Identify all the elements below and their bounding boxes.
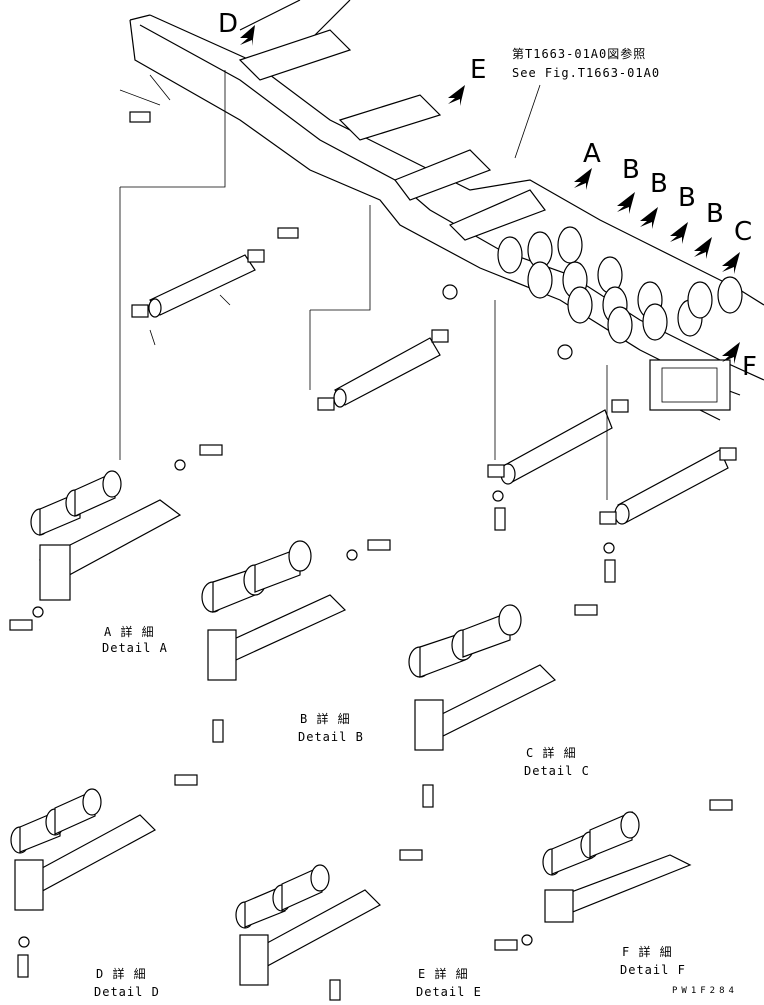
label-b2: B bbox=[650, 169, 668, 199]
arrow-e bbox=[448, 85, 465, 106]
detail-f-assembly bbox=[494, 799, 733, 951]
label-b3: B bbox=[678, 183, 696, 213]
detail-b-jp: B 詳 細 bbox=[300, 711, 351, 726]
arrow-d bbox=[240, 25, 255, 46]
label-d: D bbox=[218, 9, 238, 39]
return-rollers bbox=[129, 111, 737, 583]
reference-jp: 第T1663-01A0図参照 bbox=[512, 46, 646, 61]
detail-b-en: Detail B bbox=[298, 730, 364, 744]
detail-c-en: Detail C bbox=[524, 764, 590, 778]
view-arrows bbox=[240, 25, 740, 364]
arrow-f bbox=[722, 342, 740, 364]
detail-f-jp: F 詳 細 bbox=[622, 944, 673, 959]
arrow-b4 bbox=[694, 237, 712, 259]
arrow-a bbox=[574, 168, 592, 190]
leader-lines bbox=[119, 70, 608, 500]
label-a: A bbox=[583, 139, 601, 169]
label-f: F bbox=[742, 352, 757, 382]
detail-b-assembly bbox=[201, 539, 391, 743]
detail-d-en: Detail D bbox=[94, 985, 160, 999]
arrow-b2 bbox=[640, 207, 658, 229]
detail-e-assembly bbox=[235, 849, 423, 1001]
label-c: C bbox=[734, 217, 752, 247]
detail-e-en: Detail E bbox=[416, 985, 482, 999]
detail-c-jp: C 詳 細 bbox=[526, 745, 577, 760]
reference-en: See Fig.T1663-01A0 bbox=[512, 66, 660, 80]
drawing-code: PW1F284 bbox=[672, 986, 738, 996]
arrow-b1 bbox=[617, 192, 635, 214]
arrow-c bbox=[722, 252, 740, 274]
detail-a-jp: A 詳 細 bbox=[104, 624, 155, 639]
detail-d-jp: D 詳 細 bbox=[96, 966, 147, 981]
label-b1: B bbox=[622, 155, 640, 185]
arrow-b3 bbox=[670, 222, 688, 244]
detail-a-assembly bbox=[9, 444, 223, 631]
detail-c-assembly bbox=[408, 604, 598, 808]
label-e: E bbox=[470, 55, 486, 85]
label-b4: B bbox=[706, 199, 724, 229]
detail-e-jp: E 詳 細 bbox=[418, 966, 469, 981]
detail-f-en: Detail F bbox=[620, 963, 686, 977]
frame-rollers bbox=[497, 226, 743, 344]
detail-a-en: Detail A bbox=[102, 641, 168, 655]
conveyor-frame bbox=[129, 0, 764, 421]
detail-d-assembly bbox=[10, 774, 198, 978]
